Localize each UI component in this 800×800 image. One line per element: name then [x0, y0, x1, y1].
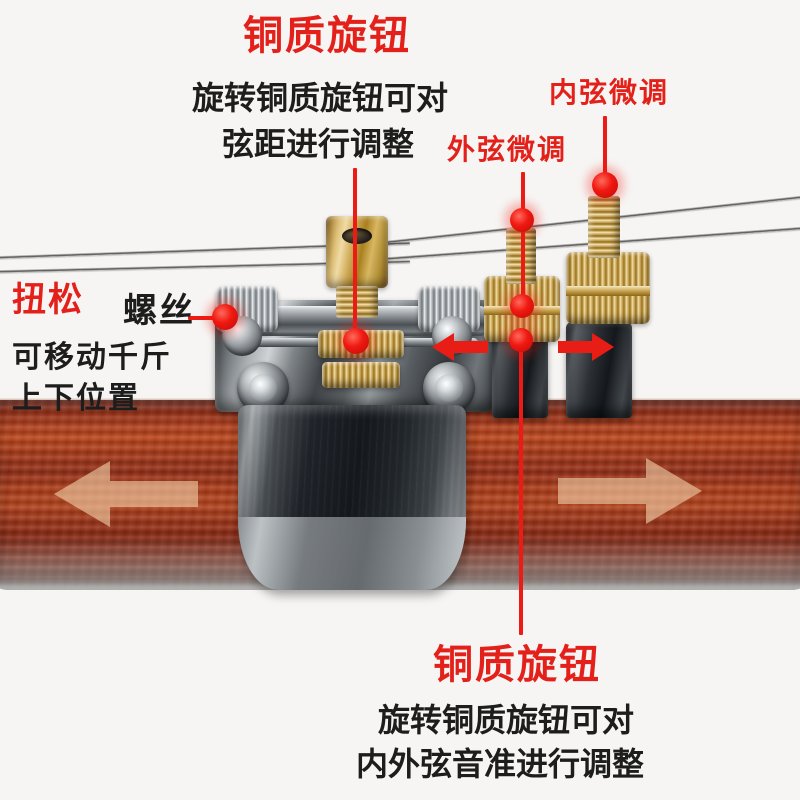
adjust-left-arrow: [430, 330, 490, 364]
left-annotation-line2: 上下位置: [12, 382, 140, 415]
bolt-right-inner: [435, 374, 463, 402]
pointer-dot-bottom: [509, 328, 533, 352]
move-right-arrow: [556, 452, 704, 530]
inner-tuner-band: [566, 286, 650, 296]
pointer-dot-outer-tuner: [510, 294, 534, 318]
outer-tuner-label: 外弦微调: [447, 134, 568, 165]
adjust-right-arrow: [556, 330, 616, 364]
left-annotation-line1: 可移动千斤: [12, 341, 172, 374]
bottom-annotation-line2: 内外弦音准进行调整: [356, 746, 645, 782]
top-annotation-line2: 弦距进行调整: [222, 126, 415, 162]
bolt-left-inner: [249, 374, 277, 402]
move-left-arrow: [52, 455, 200, 533]
pointer-dot-center-nut: [343, 328, 369, 354]
top-annotation-title: 铜质旋钮: [243, 14, 411, 58]
inner-tuner-screw: [588, 196, 620, 258]
brass-height-adjust-knob[interactable]: [326, 216, 388, 288]
leader-line-inner-tuner: [603, 116, 607, 192]
leader-line-bottom: [519, 340, 523, 635]
leader-line-outer-tuner: [521, 172, 525, 304]
leader-line-top-center: [353, 168, 357, 344]
left-annotation-title-red: 扭松: [12, 281, 84, 319]
inner-string-right: [371, 194, 800, 245]
pointer-dot-left-screw: [212, 304, 238, 330]
pointer-dot-outer-tuner-top: [510, 208, 534, 232]
top-annotation-line1: 旋转铜质旋钮可对: [192, 80, 449, 116]
bottom-annotation-title: 铜质旋钮: [433, 643, 601, 687]
brass-knurled-nut-lower[interactable]: [322, 362, 400, 388]
pointer-dot-inner-tuner: [592, 172, 618, 198]
brass-knob-thread: [336, 286, 378, 318]
left-annotation-title-black: 螺丝: [123, 292, 195, 330]
inner-tuner-label: 内弦微调: [549, 77, 670, 108]
bottom-annotation-line1: 旋转铜质旋钮可对: [378, 702, 635, 738]
brass-knob-hole: [342, 228, 372, 244]
metal-clamp-band-lip: [238, 517, 466, 590]
